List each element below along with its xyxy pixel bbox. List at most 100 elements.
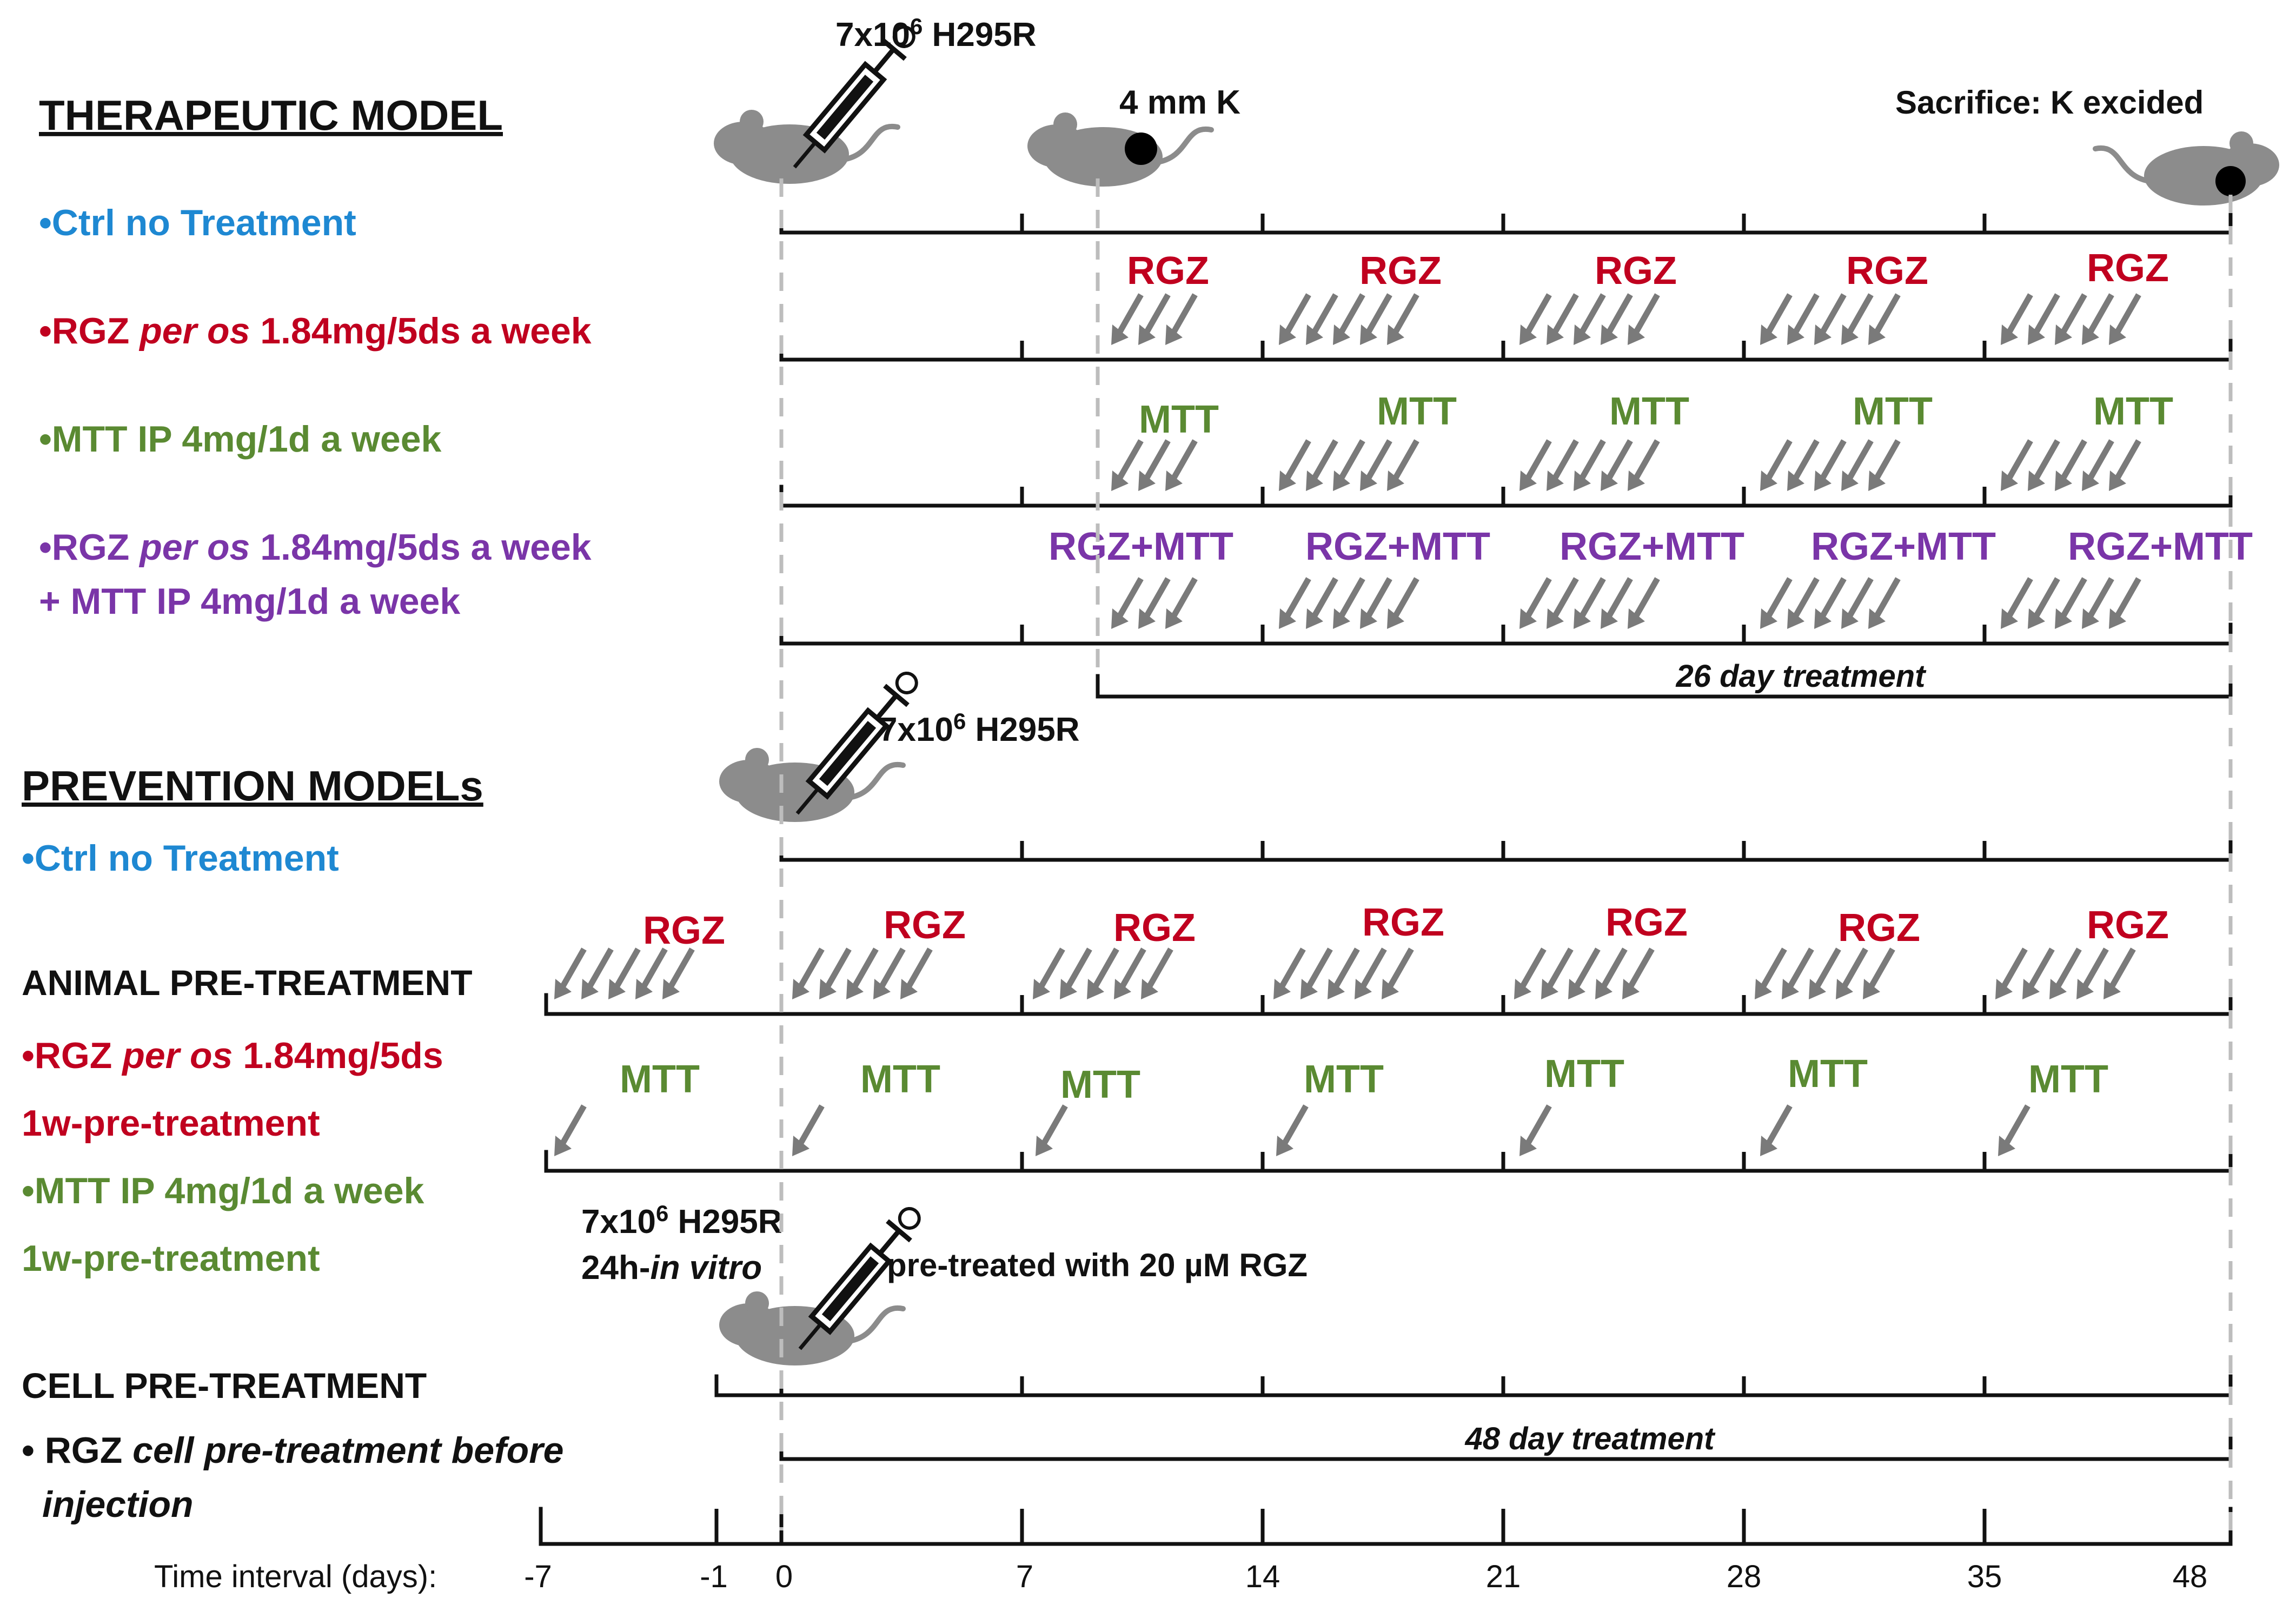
mtt-marker: MTT [1377, 390, 1457, 433]
rgz-marker: RGZ [1838, 906, 1920, 950]
therapeutic-mtt-markers: MTT MTT MTT MTT MTT [1139, 390, 2173, 441]
dosing-arrows [554, 293, 2141, 1156]
combo-dose-arrow [1168, 577, 1198, 623]
rgz-dose-arrow [665, 947, 695, 993]
prevention-mouse-cell [719, 1291, 903, 1365]
span-26-day [1096, 674, 2233, 699]
rgz-dose-arrow [849, 947, 879, 993]
combo-dose-arrow [2112, 577, 2141, 623]
rgz-dose-arrow [1303, 947, 1333, 993]
rgz-dose-arrow-head [1787, 324, 1804, 345]
combo-dose-arrow-head [1387, 608, 1404, 629]
rgz-dose-arrow [1117, 947, 1146, 993]
mtt-dose-arrow-head [1998, 1136, 2015, 1156]
rgz-dose-arrow-head [635, 979, 653, 999]
mtt-dose-arrow [795, 1104, 825, 1150]
mtt-dose-arrow-head [1814, 470, 1832, 491]
rgz-dose-arrow [1336, 293, 1365, 339]
rgz-dose-arrow-head [1995, 979, 2013, 999]
rgz-dose-arrow-head [792, 979, 809, 999]
tumor-marker [1125, 132, 1157, 165]
mtt-dose-arrow [1603, 439, 1633, 485]
rgz-dose-arrow [1522, 293, 1552, 339]
rgz-dose-arrow [1517, 947, 1547, 993]
rgz-dose-arrow-head [1595, 979, 1612, 999]
combo-dose-arrow [1282, 577, 1311, 623]
combo-dose-arrow-head [1601, 608, 1618, 629]
combo-dose-arrow-head [1306, 608, 1323, 629]
tick-label: -7 [524, 1559, 552, 1594]
combo-dose-arrow [1309, 577, 1338, 623]
rgz-dose-arrow [2112, 293, 2141, 339]
cell-injection-label: 7x106 H295R [581, 1201, 782, 1241]
rgz-dose-arrow-head [1033, 979, 1050, 999]
rgz-dose-arrow [1603, 293, 1633, 339]
combo-dose-arrow-head [2082, 608, 2099, 629]
rgz-dose-arrow [2106, 947, 2136, 993]
combo-dose-arrow [1114, 577, 1144, 623]
timeline-therapeutic-ctrl [779, 211, 2233, 235]
mtt-dose-arrow [2001, 1104, 2030, 1150]
rgz-dose-arrow [1866, 947, 1895, 993]
rgz-dose-arrow [638, 947, 668, 993]
rgz-dose-arrow [1036, 947, 1065, 993]
mtt-dose-arrow-head [1628, 470, 1645, 491]
rgz-dose-arrow [1114, 293, 1144, 339]
rgz-dose-arrow [1544, 947, 1574, 993]
rgz-dose-arrow-head [1814, 324, 1832, 345]
cell-pretreated-label: pre-treated with 20 µM RGZ [887, 1247, 1308, 1283]
mtt-dose-arrow [1844, 439, 1874, 485]
rgz-dose-arrow [1763, 293, 1793, 339]
mtt-marker: MTT [1139, 398, 1219, 441]
therapeutic-title: THERAPEUTIC MODEL [39, 91, 503, 139]
mtt-dose-arrow-head [1868, 470, 1886, 491]
prevention-title: PREVENTION MODELs [22, 762, 483, 810]
combo-dose-arrow-head [1628, 608, 1645, 629]
rgz-dose-arrow [876, 947, 906, 993]
timeline-cell-pretreatment [714, 1374, 2233, 1397]
rgz-dose-arrow [1571, 947, 1601, 993]
prevention-injection-label: 7x106 H295R [879, 708, 1080, 748]
rgz-dose-arrow [795, 947, 825, 993]
mtt-dose-arrow-head [1547, 470, 1564, 491]
combo-dose-arrow-head [2028, 608, 2045, 629]
combo-dose-arrow-head [1814, 608, 1832, 629]
combo-dose-arrow [1141, 577, 1171, 623]
mtt-dose-arrow-head [1333, 470, 1350, 491]
rgz-dose-arrow [1384, 947, 1414, 993]
combo-dose-arrow-head [1111, 608, 1129, 629]
mtt-marker: MTT [1304, 1058, 1384, 1101]
prevention-rgz-markers: RGZ RGZ RGZ RGZ RGZ RGZ RGZ [643, 901, 2169, 952]
rgz-dose-arrow-head [2109, 324, 2126, 345]
rgz-dose-arrow-head [1060, 979, 1077, 999]
rgz-dose-arrow-head [1836, 979, 1853, 999]
mtt-dose-arrow-head [792, 1136, 809, 1156]
mtt-dose-arrow [1390, 439, 1419, 485]
sacrifice-label: Sacrifice: K excided [1895, 84, 2204, 121]
animal-pretreatment-label: ANIMAL PRE-TREATMENT [22, 963, 473, 1003]
mtt-dose-arrow [1141, 439, 1171, 485]
rgz-dose-arrow-head [2055, 324, 2072, 345]
rgz-dose-arrow [1625, 947, 1655, 993]
rgz-dose-arrow [1549, 293, 1579, 339]
rgz-dose-arrow [1309, 293, 1338, 339]
rgz-marker: RGZ [1127, 249, 1209, 293]
rgz-dose-arrow-head [1165, 324, 1183, 345]
rgz-dose-arrow [1844, 293, 1874, 339]
rgz-dose-arrow [584, 947, 614, 993]
rgz-dose-arrow [822, 947, 852, 993]
rgz-marker: RGZ [2087, 247, 2169, 290]
mtt-dose-arrow [1763, 1104, 1793, 1150]
tick-label: 35 [1967, 1559, 2002, 1594]
rgz-dose-arrow-head [2001, 324, 2018, 345]
combo-dose-arrow-head [1138, 608, 1156, 629]
rgz-dose-arrow [1063, 947, 1092, 993]
rgz-dose-arrow-head [1279, 324, 1296, 345]
rgz-dose-arrow-head [846, 979, 864, 999]
mtt-dose-arrow-head [1574, 470, 1591, 491]
mtt-dose-arrow-head [1276, 1136, 1293, 1156]
rgz-dose-arrow-head [608, 979, 626, 999]
mtt-dose-arrow-head [1165, 470, 1183, 491]
mtt-dose-arrow [2003, 439, 2033, 485]
rgz-dose-arrow [2079, 947, 2109, 993]
